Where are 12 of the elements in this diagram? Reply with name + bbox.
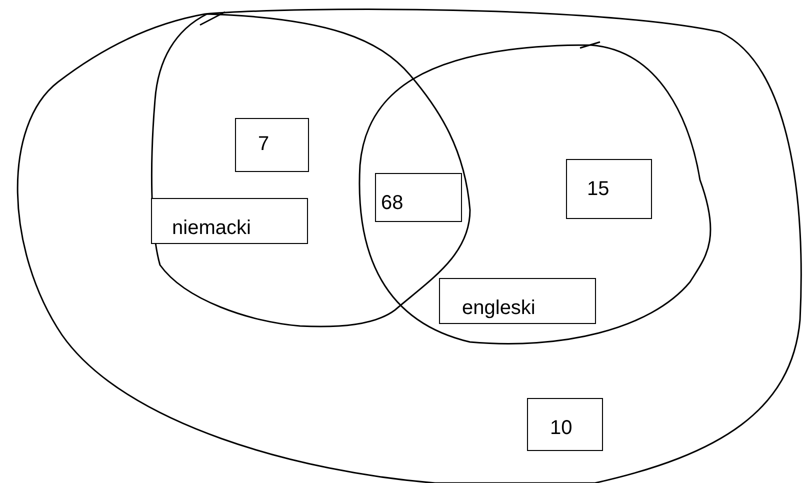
set-label-box xyxy=(151,198,308,244)
box-text: engleski xyxy=(462,297,536,320)
box-text: 7 xyxy=(258,133,270,156)
value-box xyxy=(375,173,462,222)
set-label-box xyxy=(439,278,596,324)
box-text: 68 xyxy=(381,192,404,215)
value-box xyxy=(566,159,652,219)
value-box xyxy=(527,398,603,451)
box-text: 10 xyxy=(550,417,572,440)
box-text: 15 xyxy=(587,178,610,201)
value-box xyxy=(235,118,309,172)
box-text: niemacki xyxy=(172,217,251,240)
